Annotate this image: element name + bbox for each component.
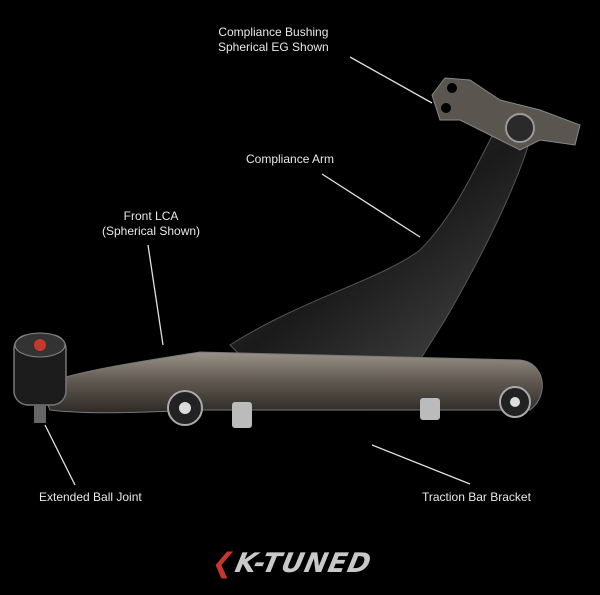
label-compliance-bushing: Compliance Bushing Spherical EG Shown [218,25,329,55]
label-line: Front LCA [123,209,179,223]
k-tuned-logo: ❮K-TUNED [208,548,375,579]
leader-compliance-bushing [349,56,433,104]
leader-traction-bar [371,444,471,485]
bolt [232,402,252,428]
label-front-lca: Front LCA (Spherical Shown) [102,209,200,239]
label-line: Compliance Bushing [218,25,329,39]
label-line: Spherical EG Shown [218,40,329,54]
traction-bar-bolt [420,398,440,420]
compliance-bushing-bracket [431,77,581,151]
label-traction-bar-bracket: Traction Bar Bracket [422,490,531,504]
leader-front-lca [147,244,164,346]
label-line: (Spherical Shown) [102,224,201,238]
label-extended-ball-joint: Extended Ball Joint [39,490,142,504]
leader-ball-joint [44,424,76,486]
leader-compliance-arm [321,173,421,238]
compliance-bushing [505,113,535,143]
compliance-arm-shape [229,129,531,366]
front-lca-beam [39,351,543,414]
label-compliance-arm: Compliance Arm [246,152,335,166]
